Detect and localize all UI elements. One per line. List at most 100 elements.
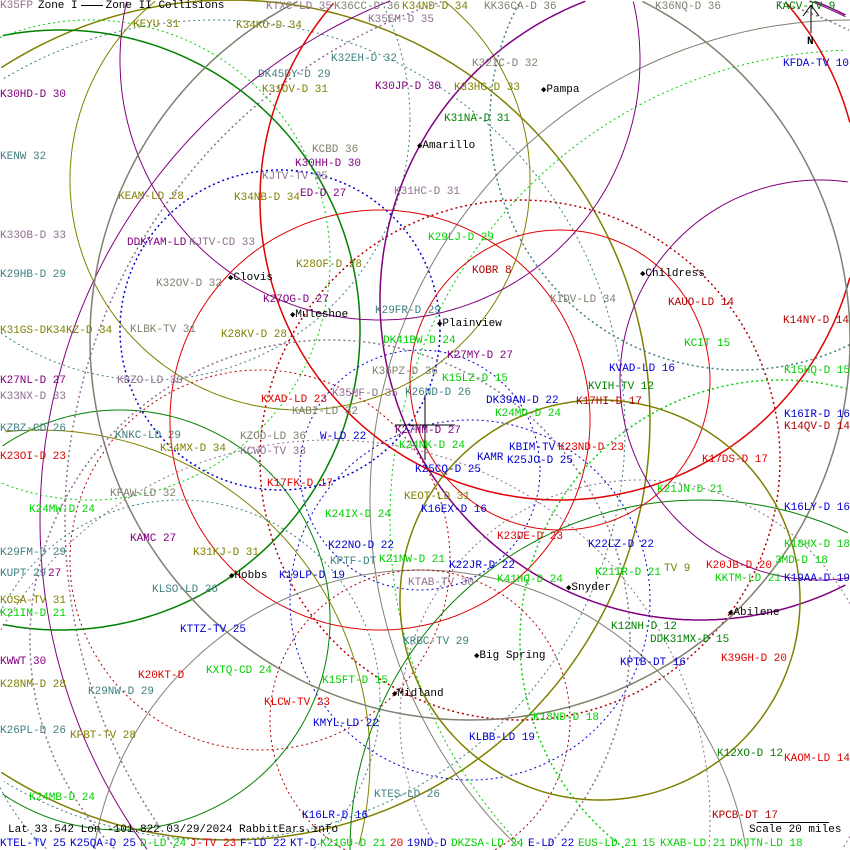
- station-label[interactable]: KZOD-LD 36: [240, 431, 307, 443]
- station-label[interactable]: K32IC-D 32: [472, 58, 539, 70]
- station-label[interactable]: J-TV 23: [190, 838, 237, 850]
- station-label[interactable]: K17DS-D 17: [702, 454, 769, 466]
- station-label[interactable]: K30HD-D 30: [0, 89, 67, 101]
- station-label[interactable]: KLCW-TV 23: [264, 697, 331, 709]
- station-label[interactable]: KPTF-DT: [330, 556, 377, 568]
- station-label[interactable]: KMYL-LD 22: [313, 718, 380, 730]
- station-label[interactable]: K12XO-D 12: [717, 748, 784, 760]
- station-label[interactable]: K16EX-D 16: [421, 504, 488, 516]
- station-label[interactable]: K33OB-D 33: [0, 230, 67, 242]
- station-label[interactable]: K25QA-D 25: [70, 838, 137, 850]
- station-label[interactable]: KBIM-TV: [509, 442, 556, 454]
- station-label[interactable]: KOBR 8: [472, 265, 512, 277]
- station-label[interactable]: 27: [48, 568, 62, 580]
- station-label[interactable]: KVAD-LD 16: [609, 363, 676, 375]
- station-label[interactable]: K17FK-D 17: [267, 478, 334, 490]
- station-label[interactable]: KKTM-LD 21: [715, 573, 782, 585]
- station-label[interactable]: K16LR-D 16: [302, 810, 369, 822]
- station-label[interactable]: K31OV-D 31: [262, 84, 329, 96]
- station-label[interactable]: K18HX-D 18: [784, 539, 850, 551]
- station-label[interactable]: KCWO-TV 33: [240, 446, 307, 458]
- station-label[interactable]: KTEL-TV 25: [0, 838, 67, 850]
- station-label[interactable]: KCBD 36: [312, 144, 359, 156]
- station-label[interactable]: K28KV-D 28: [221, 329, 288, 341]
- station-label[interactable]: K14NY-D 14: [783, 315, 850, 327]
- station-label[interactable]: K21GU-D 21: [320, 838, 387, 850]
- station-label[interactable]: KZBZ-CD 26: [0, 423, 67, 435]
- station-label[interactable]: ED-D 27: [300, 188, 347, 200]
- station-label[interactable]: KK36CA-D 36: [484, 1, 557, 13]
- station-label[interactable]: KNKC-LD 29: [115, 430, 182, 442]
- station-label[interactable]: D-LD 24: [140, 838, 187, 850]
- station-label[interactable]: K28OF-D 28: [296, 259, 363, 271]
- station-label[interactable]: 15: [642, 838, 656, 850]
- station-label[interactable]: KBZO-LD 30: [117, 375, 184, 387]
- station-label[interactable]: K29LJ-D 29: [428, 232, 495, 244]
- station-label[interactable]: K27NL-D 27: [0, 375, 67, 387]
- station-label[interactable]: K36CC-D 36: [334, 1, 401, 13]
- station-label[interactable]: KAMC 27: [130, 533, 177, 545]
- station-label[interactable]: KJTV-TV 35: [262, 171, 329, 183]
- station-label[interactable]: K29HB-D 29: [0, 269, 67, 281]
- station-label[interactable]: K16IR-D 16: [784, 409, 850, 421]
- station-label[interactable]: 20: [390, 838, 404, 850]
- station-label[interactable]: KLBB-LD 19: [469, 732, 536, 744]
- station-label[interactable]: K12NH-D 12: [611, 621, 678, 633]
- station-label[interactable]: KXAD-LD 23: [261, 394, 328, 406]
- station-label[interactable]: KWWT 30: [0, 656, 47, 668]
- station-label[interactable]: K27MY-D 27: [447, 350, 514, 362]
- station-label[interactable]: KPBT-TV 28: [70, 730, 137, 742]
- station-label[interactable]: K34ND-D 34: [402, 1, 469, 13]
- station-label[interactable]: KTES-LD 26: [374, 789, 441, 801]
- station-label[interactable]: KPTB-DT 16: [620, 657, 687, 669]
- station-label[interactable]: K23ND-D 23: [558, 442, 625, 454]
- station-label[interactable]: KCIT 15: [684, 338, 731, 350]
- station-label[interactable]: K36PZ-D 36: [372, 366, 439, 378]
- station-label[interactable]: K26PL-D 26: [0, 725, 67, 737]
- station-label[interactable]: K24MD-D 24: [495, 408, 562, 420]
- station-label[interactable]: K29FR-D 29: [375, 305, 442, 317]
- station-label[interactable]: K21IR-D 21: [595, 567, 662, 579]
- station-label[interactable]: K28NM-D 28: [0, 679, 67, 691]
- station-label[interactable]: K24MB-D 24: [29, 792, 96, 804]
- station-label[interactable]: EUS-LD 21: [578, 838, 638, 850]
- station-label[interactable]: DDK31MX-D 15: [650, 634, 730, 646]
- station-label[interactable]: K34MX-D 34: [160, 443, 227, 455]
- station-label[interactable]: K27OG-D 27: [263, 294, 330, 306]
- station-label[interactable]: KJTV-CD 33: [189, 237, 256, 249]
- station-label[interactable]: TV 9: [664, 563, 691, 575]
- station-label[interactable]: KAOM-LD 14: [784, 753, 850, 765]
- station-label[interactable]: K33HG-D 33: [454, 82, 521, 94]
- station-label[interactable]: K35MF-D 35: [332, 388, 399, 400]
- station-label[interactable]: F-LD 22: [240, 838, 287, 850]
- station-label[interactable]: KFAW-LD 32: [110, 488, 177, 500]
- station-label[interactable]: KAMR: [477, 452, 504, 464]
- station-label[interactable]: K21IM-D 21: [0, 608, 67, 620]
- station-label[interactable]: KOSA-TV 31: [0, 595, 67, 607]
- station-label[interactable]: K31KJ-D 31: [193, 547, 260, 559]
- station-label[interactable]: K25JO-D 25: [507, 455, 574, 467]
- station-label[interactable]: K30HH-D 30: [295, 158, 362, 170]
- station-label[interactable]: KABI-LD 32: [292, 406, 359, 418]
- station-label[interactable]: K34KO-D 34: [236, 20, 303, 32]
- station-label[interactable]: KIDV-LD 34: [550, 294, 617, 306]
- station-label[interactable]: K22NO-D 22: [328, 540, 395, 552]
- station-label[interactable]: K14QV-D 14: [784, 421, 850, 433]
- station-label[interactable]: K24IX-D 24: [325, 509, 392, 521]
- station-label[interactable]: K30JP-D 30: [375, 81, 442, 93]
- station-label[interactable]: K32EH-D 32: [331, 53, 398, 65]
- station-label[interactable]: W-LD 22: [320, 431, 367, 443]
- station-label[interactable]: DK45DY-D 29: [258, 69, 331, 81]
- station-label[interactable]: K26ND-D 26: [405, 387, 472, 399]
- station-label[interactable]: KLBK-TV 31: [130, 324, 197, 336]
- station-label[interactable]: KTAB-TV 30: [408, 577, 475, 589]
- station-label[interactable]: 3MD-D 18: [775, 555, 828, 567]
- station-label[interactable]: K39GH-D 20: [721, 653, 788, 665]
- station-label[interactable]: K36NQ-D 36: [655, 1, 722, 13]
- station-label[interactable]: K15FT-D 15: [322, 675, 389, 687]
- station-label[interactable]: K19AA-D 19: [784, 573, 850, 585]
- station-label[interactable]: KEAM-LD 28: [118, 191, 185, 203]
- station-label[interactable]: K23DE-D 23: [497, 531, 564, 543]
- station-label[interactable]: KVIH-TV 12: [588, 381, 655, 393]
